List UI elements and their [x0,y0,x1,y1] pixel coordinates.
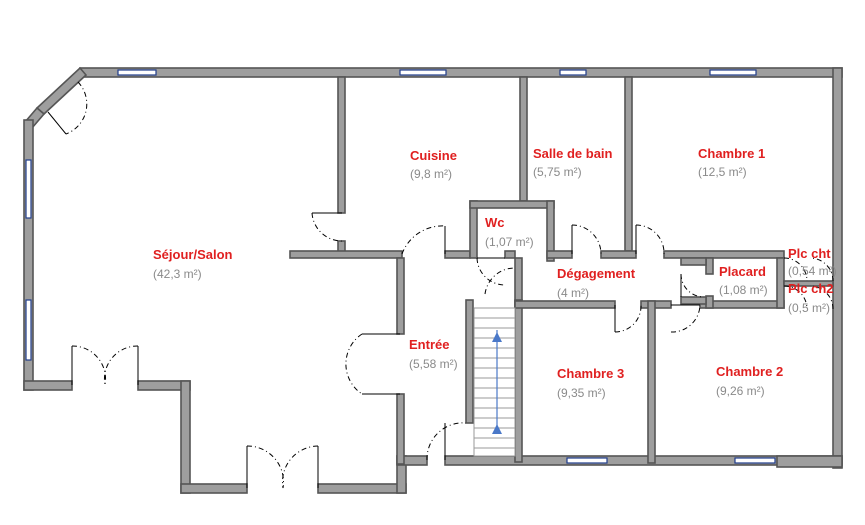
room-sejour-salon: Séjour/Salon (42,3 m²) [153,247,233,281]
room-name: Chambre 2 [716,364,783,379]
stair-arrow-up-icon [492,332,502,342]
room-chambre-1: Chambre 1 (12,5 m²) [698,146,765,179]
staircase [473,307,516,457]
doors [47,81,834,489]
room-area: (1,08 m²) [719,283,768,297]
room-placard: Placard (1,08 m²) [719,264,768,297]
exterior-walls [23,66,843,494]
room-area: (9,8 m²) [410,167,452,181]
room-name: Plc ch2 [788,281,834,296]
interior-walls [289,76,834,465]
stair-arrow-down-icon [492,424,502,434]
room-chambre-3: Chambre 3 (9,35 m²) [557,366,624,400]
room-area: (5,75 m²) [533,165,582,179]
room-area: (0,5 m²) [788,301,830,315]
room-plc-ch2: Plc ch2 (0,5 m²) [788,281,834,315]
room-chambre-2: Chambre 2 (9,26 m²) [716,364,783,398]
room-name: Chambre 1 [698,146,765,161]
room-area: (42,3 m²) [153,267,202,281]
room-area: (9,26 m²) [716,384,765,398]
room-name: Séjour/Salon [153,247,233,262]
room-name: Plc cht [788,246,831,261]
room-area: (12,5 m²) [698,165,747,179]
room-name: Salle de bain [533,146,613,161]
room-area: (1,07 m²) [485,235,534,249]
room-salle-de-bain: Salle de bain (5,75 m²) [533,146,613,179]
room-name: Chambre 3 [557,366,624,381]
room-name: Entrée [409,337,449,352]
room-degagement: Dégagement (4 m²) [557,266,636,300]
windows [25,69,776,464]
room-area: (5,58 m²) [409,357,458,371]
room-wc: Wc (1,07 m²) [485,215,534,249]
room-name: Cuisine [410,148,457,163]
room-area: (9,35 m²) [557,386,606,400]
room-labels: Séjour/Salon (42,3 m²) Cuisine (9,8 m²) … [153,146,837,400]
room-name: Wc [485,215,505,230]
room-plc-cht: Plc cht (0,54 m²) [788,246,837,278]
room-cuisine: Cuisine (9,8 m²) [410,148,457,181]
room-area: (4 m²) [557,286,589,300]
room-entree: Entrée (5,58 m²) [409,337,458,371]
room-area: (0,54 m²) [788,264,837,278]
room-name: Dégagement [557,266,636,281]
room-name: Placard [719,264,766,279]
